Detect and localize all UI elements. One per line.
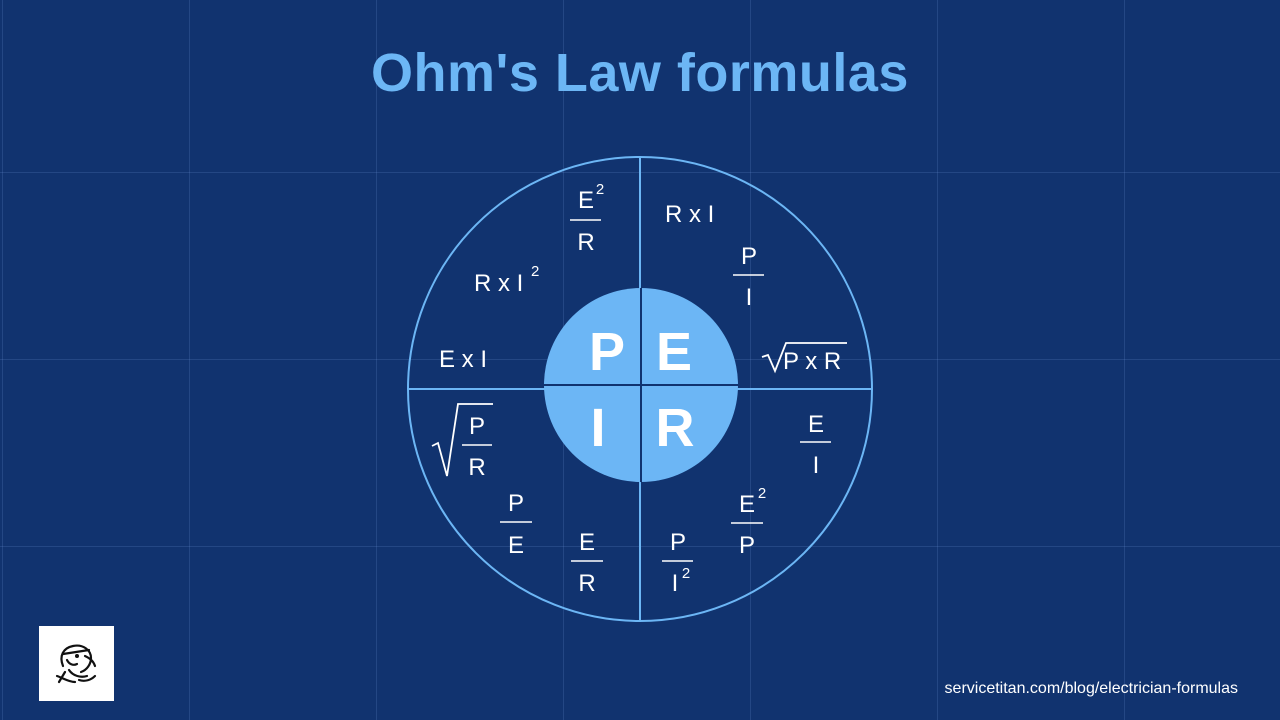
formula-denominator: R	[577, 229, 594, 256]
formula-r-times-i-squared: R x I 2	[474, 263, 539, 297]
formula-numerator: P	[508, 490, 524, 517]
formula-denominator: E	[508, 532, 524, 559]
formula-numerator: P	[469, 413, 485, 440]
formula-p-over-e: P E	[500, 490, 532, 559]
center-letter-p: P	[589, 322, 625, 382]
formula-e-times-i: E x I	[439, 346, 487, 373]
formula-numerator: E	[579, 529, 595, 556]
formula-numerator: P	[670, 529, 686, 556]
formula-exponent: 2	[531, 263, 539, 280]
technician-head-icon	[55, 644, 97, 684]
formula-sqrt-p-times-r: P x R	[761, 342, 847, 375]
formula-p-over-i-squared: P I 2	[662, 529, 693, 597]
formula-denominator: R	[578, 570, 595, 597]
formula-exponent: 2	[758, 485, 766, 502]
page-title: Ohm's Law formulas	[371, 43, 909, 103]
servicetitan-logo	[39, 626, 114, 701]
formula-denominator: I	[813, 452, 820, 479]
square-root-icon	[761, 342, 847, 374]
formula-numerator: E	[739, 491, 755, 518]
center-letter-r: R	[656, 398, 695, 458]
formula-denominator: I	[746, 284, 753, 311]
formula-text: R x I	[474, 270, 523, 297]
formula-numerator: E	[808, 411, 824, 438]
formula-e-over-r: E R	[571, 529, 603, 597]
center-letter-i: I	[590, 398, 605, 458]
square-root-icon	[431, 403, 493, 477]
formula-e-over-i: E I	[800, 411, 831, 479]
formula-p-over-i: P I	[733, 243, 764, 311]
center-letter-e: E	[656, 322, 692, 382]
formula-exponent: 2	[596, 181, 604, 198]
formula-numerator: E	[578, 187, 594, 214]
formula-numerator: P	[741, 243, 757, 270]
formula-sqrt-p-over-r: P R	[431, 403, 493, 481]
formula-denominator: I	[672, 570, 679, 597]
formula-denominator: R	[468, 454, 485, 481]
formula-text: P x R	[783, 348, 841, 375]
formula-r-times-i: R x I	[665, 201, 714, 228]
formula-e-squared-over-r: E 2 R	[570, 181, 604, 256]
formula-e-squared-over-p: E 2 P	[731, 485, 766, 559]
footer-url: servicetitan.com/blog/electrician-formul…	[944, 680, 1238, 697]
formula-exponent: 2	[682, 565, 690, 582]
formula-denominator: P	[739, 532, 755, 559]
